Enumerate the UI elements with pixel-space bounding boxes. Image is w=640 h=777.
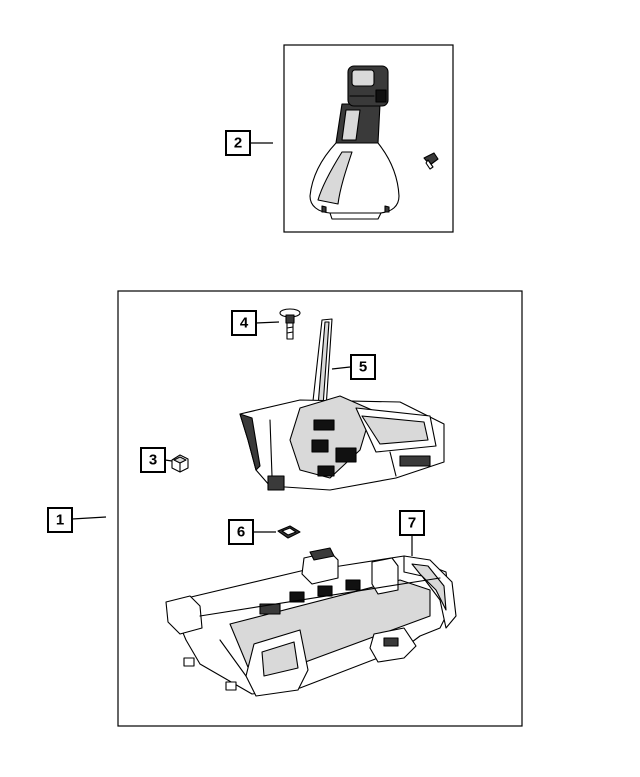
callout-4-label: 4 [240,315,249,332]
bolt-illustration [279,308,301,340]
shift-knob-boot-illustration [309,65,439,220]
shifter-mechanism-illustration [239,318,445,491]
shifter-assembly-frame [117,290,523,727]
leader-line-5 [331,366,351,370]
callout-6-label: 6 [237,524,245,541]
leader-line-1 [71,516,107,520]
knob-assembly-frame [283,44,454,233]
callout-6: 6 [228,519,254,545]
callout-1: 1 [47,507,73,533]
callout-2-label: 2 [234,135,242,152]
nut-illustration [171,454,189,473]
bracket-illustration [165,547,457,697]
callout-1-label: 1 [56,512,64,529]
leader-line-4 [255,321,280,324]
callout-3-label: 3 [149,452,157,469]
callout-3: 3 [140,447,166,473]
callout-5-label: 5 [359,359,367,376]
callout-5: 5 [350,354,376,380]
callout-2: 2 [225,130,251,156]
leader-line-3 [164,459,173,462]
callout-4: 4 [231,310,257,336]
clip-illustration [277,525,301,539]
callout-7-label: 7 [408,515,416,532]
callout-7: 7 [399,510,425,536]
